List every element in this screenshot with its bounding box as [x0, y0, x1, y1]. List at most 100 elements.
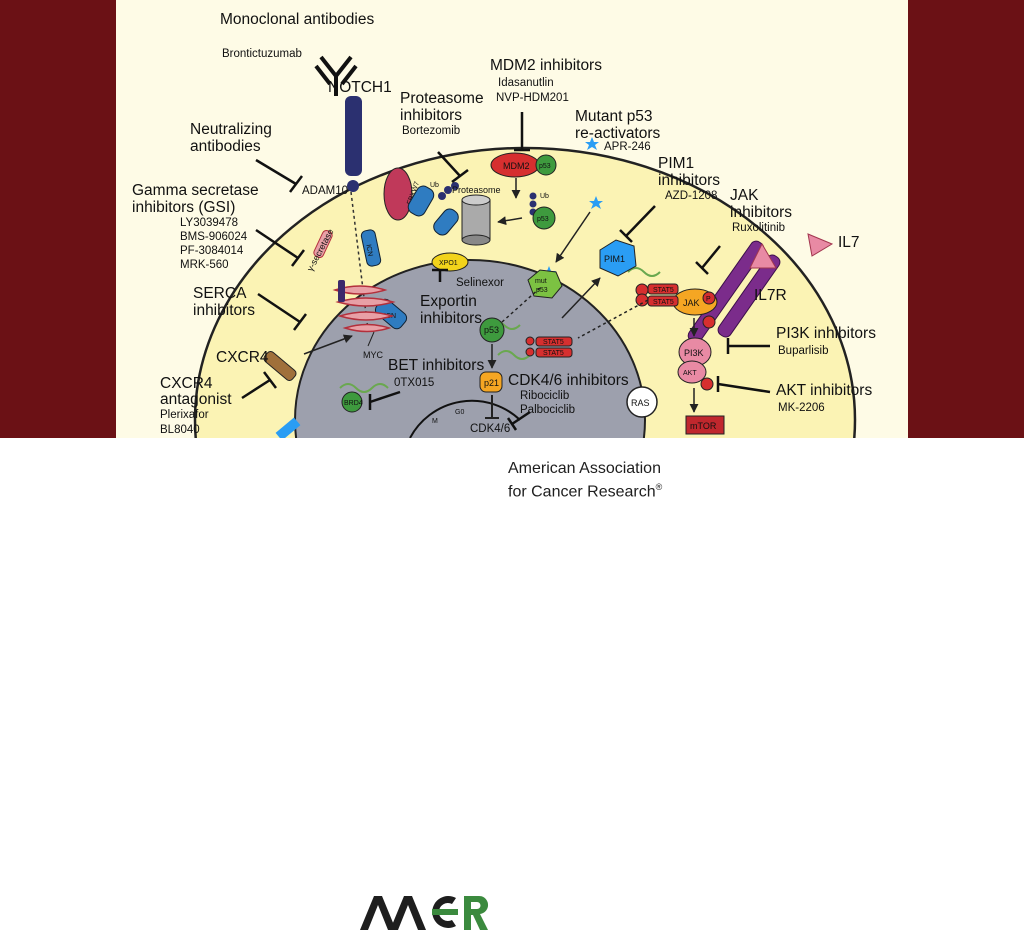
mutp53-title-2: re-activators	[575, 125, 661, 142]
exportin-title-1: Exportin	[420, 293, 477, 310]
mut-p53-label: p53	[536, 287, 548, 294]
p-label-1: P	[706, 296, 711, 303]
bet-title: BET inhibitors	[388, 357, 484, 374]
akt-label: AKT	[683, 370, 697, 377]
p53-label-cyto: p53	[537, 216, 549, 223]
neut-title-1: Neutralizing	[190, 121, 272, 138]
xpo1-label: XPO1	[439, 260, 458, 267]
g0-label: G0	[455, 409, 464, 416]
il7r-label: IL7R	[754, 287, 787, 304]
gamma-secretase-complex	[313, 230, 333, 258]
stat5-label-c1: STAT5	[653, 287, 674, 294]
stat5-translocation	[577, 299, 649, 339]
p53-mut-dashed	[501, 287, 541, 323]
pi3k-label: PI3K	[684, 348, 704, 358]
icn-label: ICN	[364, 244, 373, 257]
myc-line	[367, 331, 375, 347]
mdm2-title: MDM2 inhibitors	[490, 57, 602, 74]
mut-label: mut	[535, 278, 547, 285]
stat5-cyto-dimer: STAT5 STAT5	[647, 283, 679, 307]
cxcr4ant-title-1: CXCR4	[160, 375, 213, 392]
cxcr4-label: CXCR4	[216, 349, 269, 366]
nvp-label: NVP-HDM201	[496, 92, 569, 104]
notch1-label: NOTCH1	[328, 79, 392, 96]
bms-label: BMS-906024	[180, 231, 248, 243]
ub-chain-icon	[438, 182, 537, 216]
cxcr4ant-title-2: antagonist	[160, 391, 232, 408]
myc-label: MYC	[363, 350, 384, 360]
inhibition-markers	[241, 112, 771, 431]
p53-degradation-arrow	[497, 216, 523, 226]
org-name-text: for Cancer Research	[508, 483, 656, 501]
p53-nuclear-label: p53	[484, 325, 499, 335]
akt-kinase: AKT	[677, 360, 707, 384]
p53-label-complex: p53	[539, 163, 551, 170]
prot-title-2: inhibitors	[400, 107, 462, 124]
apr246-label: APR-246	[604, 141, 651, 153]
neut-title-2: antibodies	[190, 138, 261, 155]
gsi-title-1: Gamma secretase	[132, 182, 259, 199]
m-phase-label: M	[432, 418, 438, 425]
otx-label: 0TX015	[394, 377, 434, 389]
notch1-receptor	[345, 96, 362, 176]
pim1-title-2: inhibitors	[658, 172, 720, 189]
org-name-line1: American Association	[508, 460, 661, 477]
brd4-label: BRD4	[344, 400, 363, 407]
endoplasmic-reticulum	[332, 285, 396, 333]
pim1-node-label: PIM1	[604, 254, 625, 264]
il7-label: IL7	[838, 234, 860, 251]
footer: American Association for Cancer Research…	[0, 438, 1024, 930]
antibody-icon	[314, 55, 358, 96]
stat5-pim1-arrow	[561, 277, 601, 319]
jak-title-1: JAK	[730, 187, 759, 204]
idasanutlin-label: Idasanutlin	[498, 77, 554, 89]
stat5-label-n2: STAT5	[543, 350, 564, 357]
p53-nuclear: p53	[479, 317, 505, 343]
adam10-label: ADAM10	[302, 185, 348, 197]
xpo1-protein: XPO1	[431, 252, 469, 272]
ruxolitinib-label: Ruxolitinib	[732, 222, 785, 234]
stat5-label-c2: STAT5	[653, 299, 674, 306]
stat5-nuclear-dimer: STAT5 STAT5	[525, 336, 573, 358]
gsi-title-2: inhibitors (GSI)	[132, 199, 235, 216]
palbociclib-label: Palbociclib	[520, 404, 575, 416]
cell-cycle-arc	[409, 399, 521, 438]
cdk46-node-label: CDK4/6	[470, 423, 510, 435]
exportin-title-2: inhibitors	[420, 310, 482, 327]
stat5-label-n1: STAT5	[543, 339, 564, 346]
mutant-p53-protein: mut p53	[527, 269, 563, 299]
brontictuzumab-label: Brontictuzumab	[222, 48, 302, 60]
jak-title-2: inhibitors	[730, 204, 792, 221]
cdk-title: CDK4/6 inhibitors	[508, 372, 629, 389]
mk-label: MK-2206	[778, 402, 825, 414]
cxcr4-receptor	[263, 350, 297, 382]
proteasome-icon	[461, 194, 491, 246]
fbxw7-icn-complex: FBXW7	[383, 167, 459, 236]
membrane-protein-partial	[275, 417, 301, 438]
registered-mark: ®	[655, 482, 663, 492]
org-name-line2: for Cancer Research®	[508, 478, 662, 501]
icn-release-arrow	[350, 191, 369, 331]
jak-label: JAK	[683, 298, 700, 308]
ras-protein: RAS	[626, 386, 658, 418]
p21-label: p21	[484, 378, 499, 388]
proteasome-label: Proteasome	[452, 185, 501, 195]
annotations: Monoclonal antibodies Brontictuzumab NOT…	[132, 11, 876, 436]
diagram-stage: ICN ICN FBXW7 Ub Ub Proteasome	[0, 0, 1024, 438]
prot-title-1: Proteasome	[400, 90, 484, 107]
aacr-logo	[360, 895, 489, 930]
ras-label: RAS	[631, 398, 650, 408]
serca-pump	[338, 280, 345, 302]
pi3k-kinase: PI3K	[678, 337, 712, 367]
notch1-tail	[347, 180, 359, 192]
serca-title-2: inhibitors	[193, 302, 255, 319]
akt-title: AKT inhibitors	[776, 382, 872, 399]
mtor-kinase: mTOR	[685, 415, 725, 435]
pf-label: PF-3084014	[180, 245, 244, 257]
apr246-arrow	[555, 211, 591, 263]
brd4-protein: BRD4	[341, 391, 363, 413]
cxcr4-arrow	[303, 334, 353, 355]
bl8040-label: BL8040	[160, 424, 200, 436]
mdm2-label: MDM2	[503, 161, 530, 171]
ribociclib-label: Ribociclib	[520, 390, 569, 402]
